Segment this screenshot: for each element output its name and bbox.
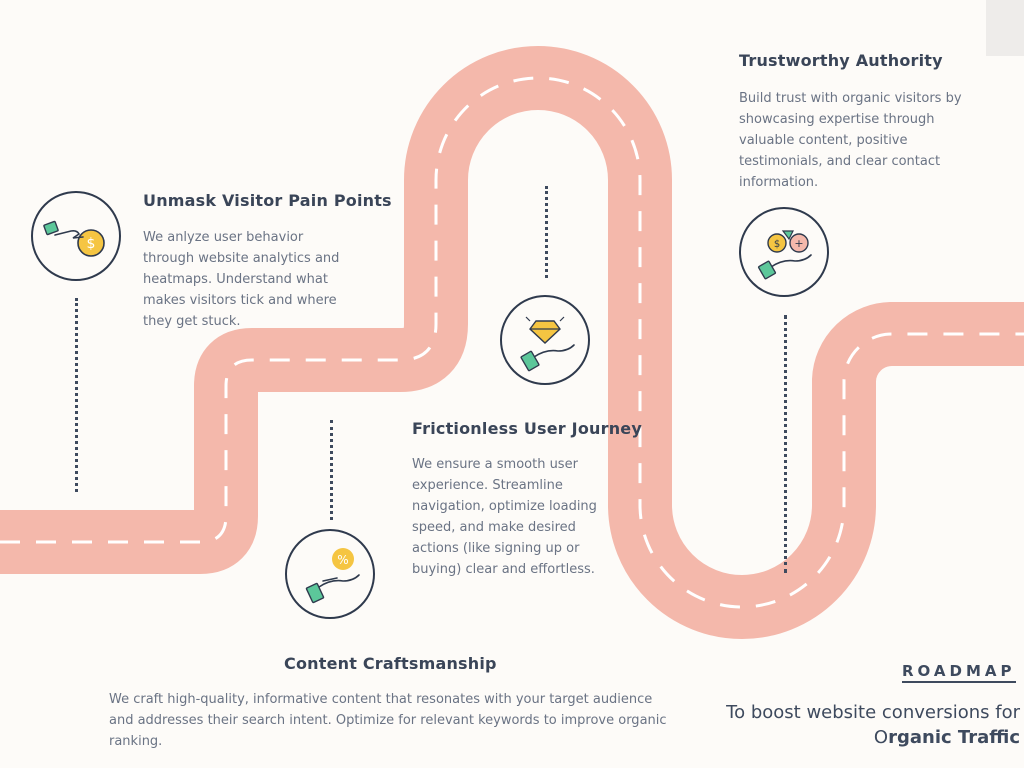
step4-title: Trustworthy Authority [739, 51, 943, 70]
tagline-bold: rganic Traffic [888, 727, 1020, 748]
hand-coin-icon: $ [43, 220, 105, 257]
svg-text:$: $ [87, 236, 96, 252]
tagline-line1: To boost website conversions for [726, 702, 1020, 723]
tagline-line2: Organic Traffic [874, 727, 1020, 748]
step2-title: Content Craftsmanship [284, 654, 497, 673]
tagline-prefix: O [873, 727, 889, 748]
step2-icon-circle: % [285, 529, 375, 619]
step1-description: We anlyze user behavior through website … [143, 230, 340, 329]
corner-tab [986, 0, 1024, 56]
step3-connector [545, 186, 548, 278]
step3-title: Frictionless User Journey [412, 419, 642, 438]
hand-percent-icon: % [305, 548, 360, 604]
step2-connector [330, 420, 333, 520]
step4-description: Build trust with organic visitors by sho… [739, 91, 962, 190]
hand-diamond-icon [520, 316, 575, 372]
hand-money-bags-icon: $ + [757, 230, 812, 280]
roadmap-label: ROADMAP [902, 662, 1016, 683]
svg-text:$: $ [774, 239, 780, 250]
step4-connector [784, 315, 787, 573]
step2-description: We craft high-quality, informative conte… [109, 692, 667, 749]
svg-text:%: % [337, 553, 348, 567]
svg-text:+: + [794, 237, 803, 250]
step1-icon-circle: $ [31, 191, 121, 281]
step1-connector [75, 298, 78, 492]
step3-description: We ensure a smooth user experience. Stre… [412, 457, 597, 577]
step1-title: Unmask Visitor Pain Points [143, 191, 392, 210]
step4-icon-circle: $ + [739, 207, 829, 297]
step3-icon-circle [500, 295, 590, 385]
